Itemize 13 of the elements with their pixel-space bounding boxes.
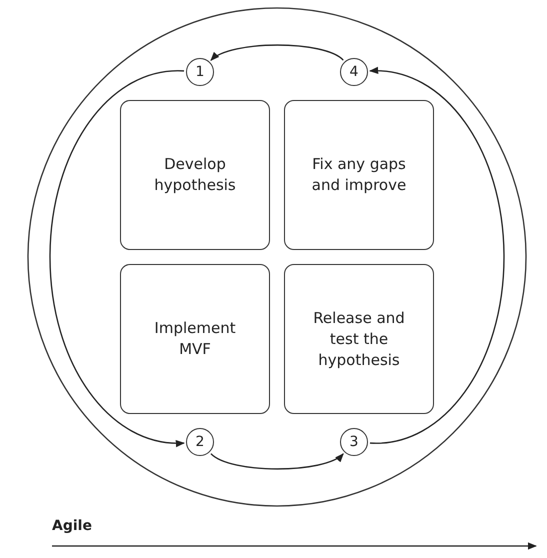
- axis-label: Agile: [52, 518, 92, 534]
- arrow: [210, 44, 344, 61]
- process-box: Fix any gaps and improve: [284, 100, 434, 250]
- step-number: 1: [186, 58, 214, 86]
- process-box: Develop hypothesis: [120, 100, 270, 250]
- step-number: 2: [186, 428, 214, 456]
- step-number: 3: [340, 428, 368, 456]
- process-box: Implement MVF: [120, 264, 270, 414]
- arrow: [369, 68, 505, 444]
- process-box: Release and test the hypothesis: [284, 264, 434, 414]
- arrow: [49, 70, 185, 446]
- arrow: [210, 453, 344, 470]
- step-number: 4: [340, 58, 368, 86]
